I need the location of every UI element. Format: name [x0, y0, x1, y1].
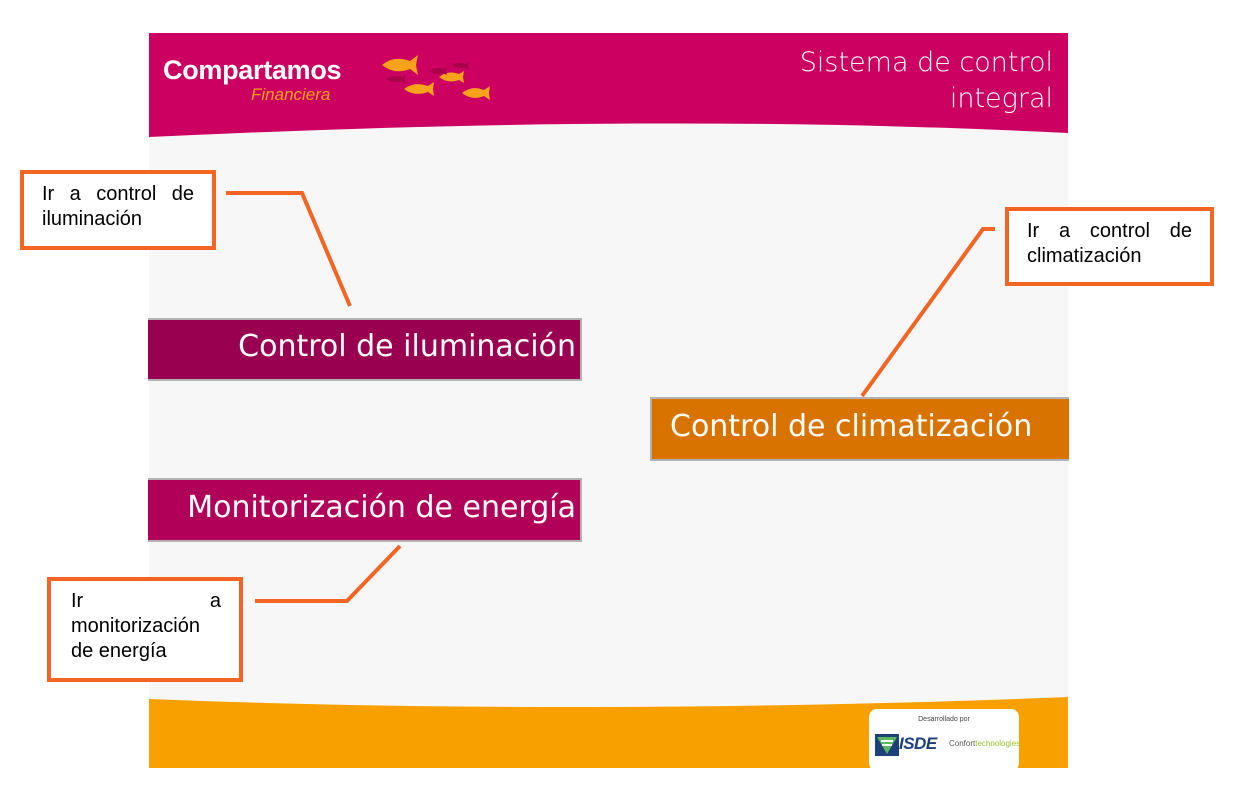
monitorizacion-energia-button[interactable]: Monitorización de energía — [148, 478, 582, 542]
brand-logo: Compartamos Financiera — [163, 55, 342, 104]
brand-subtitle: Financiera — [251, 85, 331, 104]
confort-logo: Conforttechnologies — [949, 739, 1020, 748]
isde-logo-text: ISDE — [899, 734, 937, 753]
connector-energia — [255, 544, 402, 603]
control-iluminacion-button[interactable]: Control de iluminación — [148, 318, 582, 381]
connector-climatizacion — [860, 227, 995, 398]
header-wave — [149, 123, 1068, 161]
callout-iluminacion: Ir a control de iluminación — [20, 170, 216, 250]
confort-logo-text: Confort — [949, 739, 976, 748]
fish-decoration-icon — [382, 55, 490, 100]
developer-credit: Desarrollado por ISDE Conforttechnologie… — [869, 709, 1020, 768]
control-climatizacion-button[interactable]: Control de climatización — [650, 397, 1069, 461]
header-banner: Compartamos Financiera Sistema de contro… — [149, 33, 1068, 137]
confort-logo-accent: technologies — [975, 739, 1021, 748]
credit-label: Desarrollado por — [918, 716, 970, 723]
page-title: Sistema de control integral — [799, 47, 1053, 114]
connector-iluminacion — [226, 191, 352, 307]
brand-name: Compartamos — [163, 55, 342, 85]
isde-logo-icon — [875, 734, 899, 756]
callout-energia: Ir a monitorización de energía — [47, 577, 243, 682]
callout-climatizacion: Ir a control de climatización — [1005, 207, 1214, 286]
footer-band — [149, 697, 1068, 768]
